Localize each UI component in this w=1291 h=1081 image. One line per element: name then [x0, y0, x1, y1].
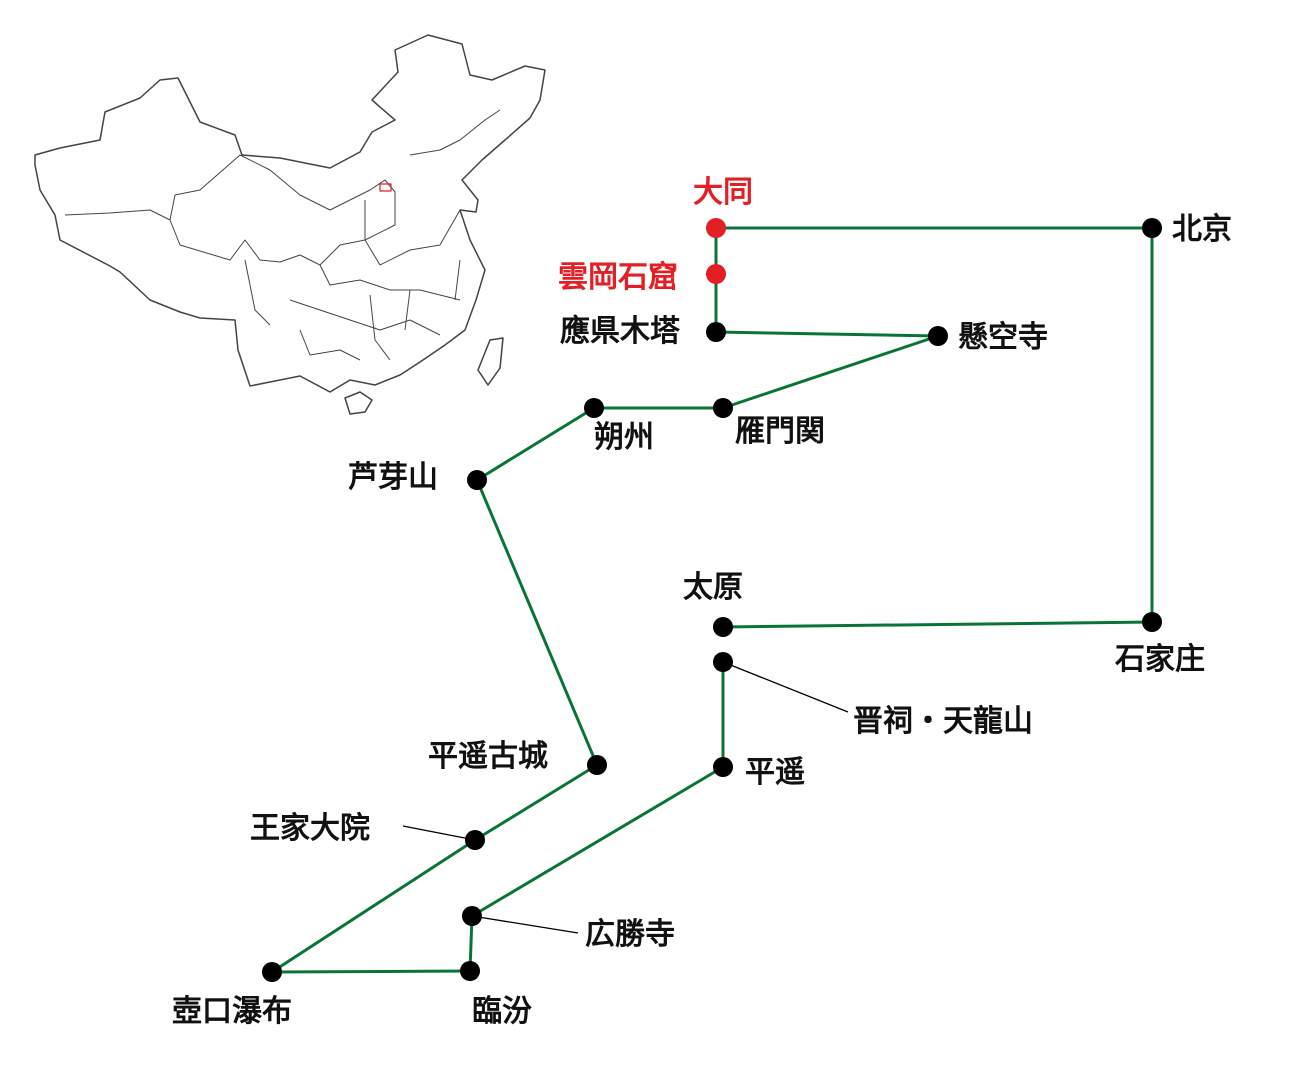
- route-luya-pingyao_old: [475, 479, 599, 766]
- route-guangsheng-pingyao: [471, 765, 724, 918]
- route-yingxian-xuankong: [715, 330, 939, 338]
- stop-marker-luya: [467, 470, 487, 490]
- stop-marker-guangsheng: [462, 906, 482, 926]
- route-wangjia-hukou: [271, 838, 476, 974]
- label-pingyao: 平遥: [745, 755, 805, 790]
- taiwan-outline: [477, 337, 504, 386]
- label-beijing: 北京: [1172, 212, 1232, 247]
- label-guangsheng: 広勝寺: [585, 917, 675, 952]
- route-hukou-linfen: [271, 969, 471, 974]
- label-linfen: 臨汾: [472, 994, 532, 1029]
- label-shijiazhuang: 石家庄: [1115, 642, 1205, 677]
- stop-marker-yanmen: [713, 398, 733, 418]
- stop-marker-pingyao_old: [587, 755, 607, 775]
- stop-marker-shijiazhuang: [1142, 612, 1162, 632]
- stop-marker-jinci: [713, 652, 733, 672]
- route-lines: [271, 226, 1154, 974]
- route-shuozhou-luya: [476, 406, 595, 482]
- label-pingyao-old: 平遥古城: [428, 739, 548, 774]
- leader-guangsheng: [471, 915, 579, 934]
- label-yanmen: 雁門関: [735, 414, 825, 449]
- route-shijiazhuang-taiyuan: [722, 620, 1153, 629]
- stop-marker-pingyao: [713, 757, 733, 777]
- china-outline: [34, 34, 546, 393]
- stop-marker-shuozhou: [584, 398, 604, 418]
- hainan-outline: [344, 391, 373, 415]
- label-wangjia: 王家大院: [250, 811, 370, 846]
- stop-marker-wangjia: [465, 830, 485, 850]
- stop-markers: [262, 218, 1162, 982]
- route-xuankong-yanmen: [722, 334, 939, 410]
- label-datong: 大同: [693, 175, 753, 210]
- stop-marker-linfen: [460, 961, 480, 981]
- stop-marker-taiyuan: [713, 617, 733, 637]
- label-yungang: 雲岡石窟: [558, 260, 678, 295]
- leader-jinci: [722, 661, 849, 713]
- stop-marker-beijing: [1142, 218, 1162, 238]
- stop-marker-hukou: [262, 962, 282, 982]
- label-jinci: 晋祠・天龍山: [853, 704, 1033, 739]
- label-xuankong: 懸空寺: [958, 320, 1048, 355]
- region-highlight-box: [379, 183, 392, 192]
- china-inset-map: [34, 34, 546, 415]
- leader-lines: [402, 661, 849, 934]
- label-hukou: 壺口瀑布: [172, 994, 292, 1029]
- stop-marker-yingxian: [706, 322, 726, 342]
- leader-wangjia: [402, 825, 476, 841]
- label-luya: 芦芽山: [348, 460, 438, 495]
- label-taiyuan: 太原: [683, 570, 743, 605]
- label-yingxian: 應県木塔: [560, 314, 680, 349]
- route-pingyao_old-wangjia: [474, 763, 598, 842]
- province-borders: [64, 109, 501, 361]
- stop-marker-yungang: [706, 264, 726, 284]
- stop-marker-xuankong: [928, 326, 948, 346]
- label-shuozhou: 朔州: [594, 420, 654, 455]
- stop-marker-datong: [706, 218, 726, 238]
